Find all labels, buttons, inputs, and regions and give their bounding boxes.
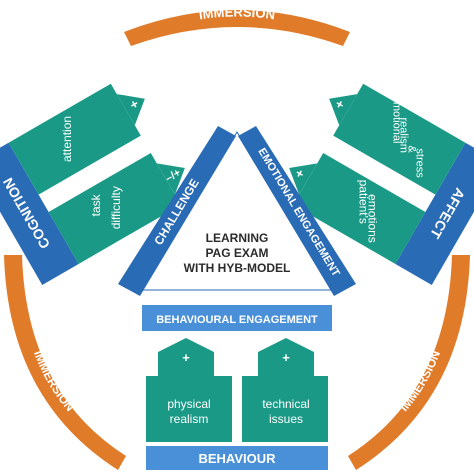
- behaviour-item-technical-issues: + technical issues: [242, 338, 328, 442]
- emotional-realism-label-2: realism: [397, 117, 409, 152]
- behavioural-engagement-bar: [142, 305, 332, 331]
- behavioural-engagement-label: BEHAVIOURAL ENGAGEMENT: [156, 314, 318, 326]
- emotional-realism-box: [333, 83, 466, 195]
- emotional-realism-label-3: &: [406, 145, 418, 153]
- behaviour-item-physical-realism: + physical realism: [146, 338, 232, 442]
- immersion-arc-right: IMMERSION: [348, 255, 470, 470]
- immersion-label-top: IMMERSION: [198, 4, 276, 22]
- emotional-engagement-side: [238, 126, 356, 296]
- physical-realism-sign: +: [182, 350, 190, 365]
- immersion-arc-left: IMMERSION: [4, 255, 126, 470]
- physical-realism-label-1: physical: [167, 397, 210, 411]
- cognition-title-bar: [0, 142, 79, 285]
- svg-text:IMMERSION: IMMERSION: [198, 4, 276, 22]
- arc-right-shape: [348, 255, 470, 470]
- attention-box: [8, 83, 141, 195]
- center-line-3: WITH HYB-MODEL: [184, 261, 291, 275]
- technical-issues-arrow: [258, 338, 314, 376]
- physical-realism-arrow: [158, 338, 214, 376]
- task-difficulty-arrow: [156, 163, 185, 195]
- patients-emotions-arrow: [289, 163, 318, 195]
- task-difficulty-label-2: difficulty: [109, 186, 123, 229]
- task-difficulty-box: [48, 152, 181, 264]
- emotional-realism-label-1: emotional: [390, 96, 402, 144]
- physical-realism-box: [146, 376, 232, 442]
- technical-issues-sign: +: [282, 350, 290, 365]
- challenge-side: [118, 126, 236, 296]
- cognition-item-attention: attention +: [8, 83, 145, 195]
- task-difficulty-label-1: task: [89, 193, 103, 216]
- attention-arrow: [116, 94, 145, 126]
- affect-item-patients-emotions: patient's emotions +: [289, 152, 426, 264]
- attention-label: attention: [60, 116, 74, 162]
- emotional-realism-arrow: [329, 94, 358, 126]
- patients-emotions-label-2: emotions: [366, 194, 380, 243]
- immersion-arc-top: IMMERSION: [124, 4, 350, 46]
- patients-emotions-label-1: patient's: [357, 180, 371, 224]
- technical-issues-label-1: technical: [262, 397, 309, 411]
- affect-block: AFFECT emotional realism & stress + pati…: [289, 83, 474, 285]
- engagement-triangle: CHALLENGE EMOTIONAL ENGAGEMENT BEHAVIOUR…: [118, 126, 356, 331]
- center-line-1: LEARNING: [206, 231, 269, 245]
- affect-title-bar: [395, 142, 474, 285]
- cognition-block: COGNITION attention + task difficulty –/…: [0, 83, 185, 285]
- behaviour-block: + physical realism + technical issues BE…: [146, 338, 328, 470]
- behaviour-title-bar: [146, 446, 328, 470]
- emotional-realism-label-4: stress: [414, 148, 426, 178]
- technical-issues-label-2: issues: [269, 412, 303, 426]
- affect-item-emotional-realism: emotional realism & stress +: [329, 83, 466, 195]
- arc-top-shape: [124, 10, 350, 46]
- patients-emotions-box: [293, 152, 426, 264]
- technical-issues-box: [242, 376, 328, 442]
- arc-left-shape: [4, 255, 126, 470]
- cognition-item-task-difficulty: task difficulty –/+: [48, 152, 185, 264]
- center-line-2: PAG EXAM: [205, 246, 268, 260]
- physical-realism-label-2: realism: [170, 412, 209, 426]
- behaviour-title: BEHAVIOUR: [198, 451, 276, 466]
